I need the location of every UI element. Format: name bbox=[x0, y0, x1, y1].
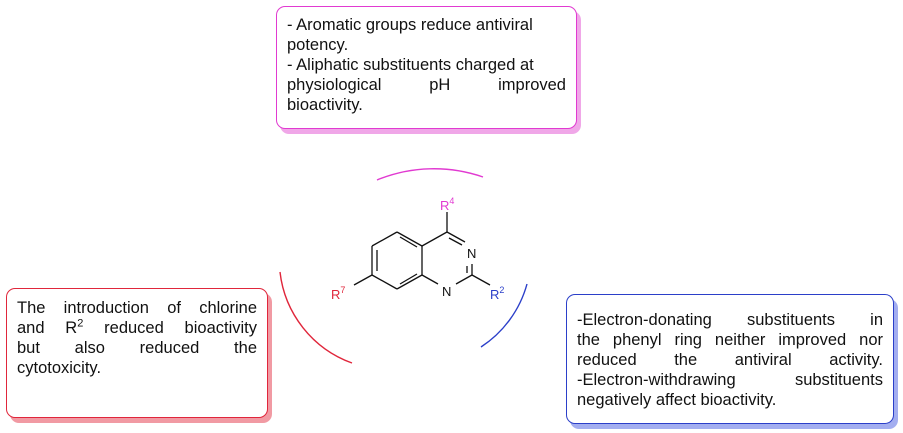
top-arc bbox=[376, 168, 484, 181]
nitrogen-1-label: N bbox=[442, 284, 451, 299]
quinazoline-scaffold bbox=[353, 212, 491, 290]
r7-note-line: The introduction of chlorine bbox=[17, 299, 257, 317]
left-arc bbox=[279, 271, 353, 364]
right-arc bbox=[480, 283, 528, 348]
r4-note-line: bioactivity. bbox=[287, 96, 363, 114]
r2-label: R2 bbox=[490, 285, 504, 302]
r2-note-line: -Electron-withdrawing substituents bbox=[577, 371, 883, 389]
r2-note-line: the phenyl ring neither improved nor bbox=[577, 331, 883, 349]
r7-note-box: The introduction of chlorine and R2 redu… bbox=[6, 288, 268, 418]
r7-note-line: cytotoxicity. bbox=[17, 359, 102, 377]
r4-note-line: - Aromatic groups reduce antiviral bbox=[287, 16, 533, 34]
r2-note-line: reduced the antiviral activity. bbox=[577, 351, 883, 369]
r7-note-line: but also reduced the bbox=[17, 339, 257, 357]
r2-note-line: -Electron-donating substituents in bbox=[577, 311, 883, 329]
r4-note-box: - Aromatic groups reduce antiviral poten… bbox=[276, 6, 577, 129]
r2-note-line: negatively affect bioactivity. bbox=[577, 391, 777, 409]
r4-note-line: potency. bbox=[287, 36, 349, 54]
r7-note-line: and R2 reduced bioactivity bbox=[17, 317, 257, 337]
r4-note-line: - Aliphatic substituents charged at bbox=[287, 56, 534, 74]
r4-note-line: physiological pH improved bbox=[287, 76, 566, 94]
r2-note-box: -Electron-donating substituents in the p… bbox=[566, 294, 894, 424]
r4-label: R4 bbox=[440, 196, 454, 213]
r7-label: R7 bbox=[331, 285, 345, 302]
nitrogen-3-label: N bbox=[467, 246, 476, 261]
